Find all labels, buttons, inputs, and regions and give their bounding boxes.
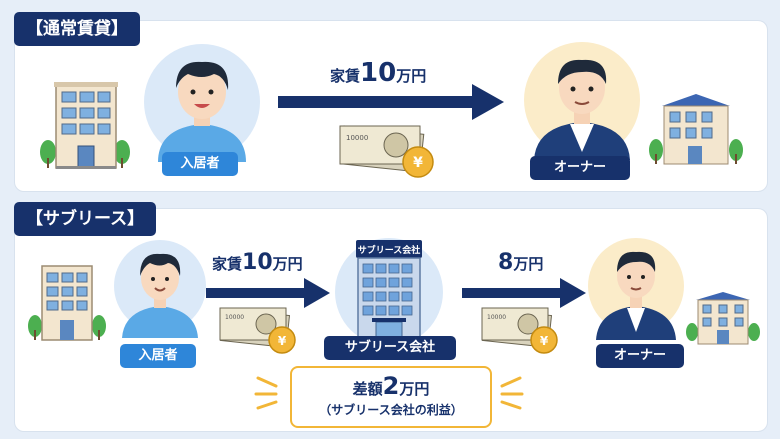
difference-unit: 万円 — [399, 380, 430, 398]
normal-rent-unit: 万円 — [396, 67, 427, 85]
sublease-company-label: サブリース会社 — [324, 336, 456, 360]
coin-symbol: ¥ — [540, 334, 549, 348]
payout-yen-coin-icon: ¥ — [530, 326, 558, 354]
owner-house-icon — [649, 94, 743, 165]
sublease-rent-prefix: 家賃 — [212, 255, 243, 273]
coin-symbol: ¥ — [413, 155, 423, 171]
sublease-payout-arrow — [462, 278, 586, 308]
sublease-tenant-label: 入居者 — [120, 344, 196, 368]
banknote-number: 10000 — [487, 314, 506, 321]
difference-prefix: 差額 — [352, 380, 383, 398]
sublease-title: 【サブリース】 — [14, 202, 157, 236]
difference-note: （サブリース会社の利益） — [319, 403, 463, 417]
sparkle-right-icon — [500, 376, 524, 410]
company-sign-text: サブリース会社 — [358, 244, 421, 256]
normal-rent-prefix: 家賃 — [330, 67, 361, 85]
sublease-apartment-building-icon — [28, 265, 106, 341]
yen-coin-icon: ¥ — [402, 146, 434, 178]
sublease-owner-house-icon — [686, 292, 760, 345]
owner-person-icon — [524, 42, 640, 160]
sublease-rent-amount: 10 — [242, 250, 273, 275]
banknote-number: 10000 — [346, 134, 368, 142]
sparkle-left-icon — [254, 376, 278, 410]
sublease-tenant-person-icon — [114, 240, 206, 338]
sublease-rent-label: 家賃10万円 — [212, 250, 303, 275]
banknote-number: 10000 — [225, 314, 244, 321]
tenant-person-icon — [144, 44, 260, 162]
sublease-payout-amount: 8 — [498, 250, 514, 275]
apartment-building-icon — [40, 82, 130, 169]
sublease-payout-label: 8万円 — [498, 250, 543, 275]
sublease-rent-arrow — [206, 278, 330, 308]
normal-owner-label: オーナー — [530, 156, 630, 180]
normal-rent-label: 家賃10万円 — [330, 58, 426, 88]
sublease-owner-person-icon — [588, 238, 684, 340]
normal-rental-title: 【通常賃貸】 — [14, 12, 140, 46]
coin-symbol: ¥ — [278, 334, 287, 348]
difference-box: 差額2万円 （サブリース会社の利益） — [290, 366, 492, 428]
difference-amount: 2 — [382, 372, 400, 400]
normal-rent-arrow — [278, 84, 504, 120]
normal-tenant-label: 入居者 — [162, 152, 238, 176]
normal-rent-amount: 10 — [360, 58, 397, 88]
sublease-rent-unit: 万円 — [272, 255, 303, 273]
sublease-owner-label: オーナー — [596, 344, 684, 368]
sublease-payout-unit: 万円 — [513, 255, 544, 273]
sublease-yen-coin-icon: ¥ — [268, 326, 296, 354]
sublease-company-building-icon: サブリース会社 — [335, 238, 443, 346]
